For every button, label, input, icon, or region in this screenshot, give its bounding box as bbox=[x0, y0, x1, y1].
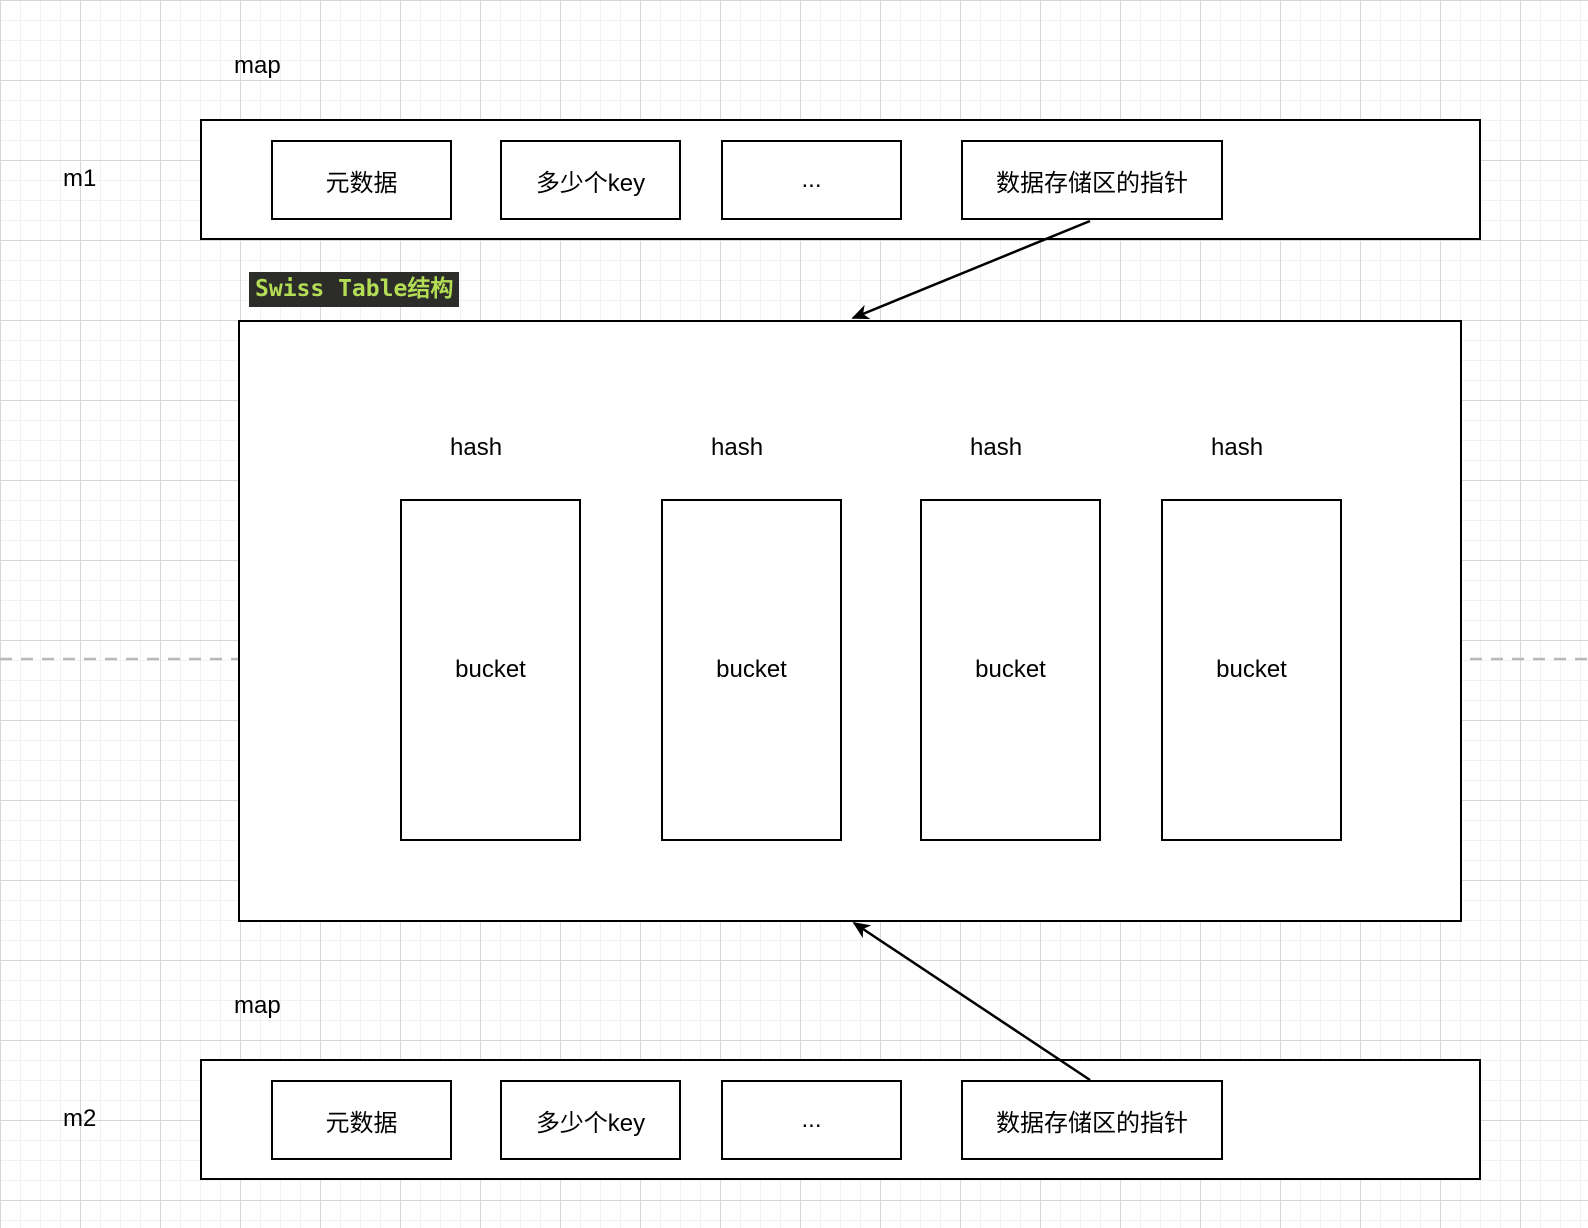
hash-label-1: hash bbox=[450, 434, 503, 461]
map2-var-label: m2 bbox=[63, 1105, 97, 1132]
pointer-arrow-m2 bbox=[852, 921, 1091, 1082]
map1-title: map bbox=[234, 52, 281, 79]
map1-var-label: m1 bbox=[63, 165, 97, 192]
swiss-table-badge: Swiss Table结构 bbox=[249, 272, 460, 307]
map1-cell-keycount: 多少个key bbox=[500, 140, 681, 220]
map2-title: map bbox=[234, 992, 281, 1019]
map2-cell-keycount: 多少个key bbox=[500, 1080, 681, 1160]
map2-cell-data-pointer: 数据存储区的指针 bbox=[961, 1080, 1223, 1160]
hash-label-4: hash bbox=[1211, 434, 1264, 461]
hash-label-3: hash bbox=[970, 434, 1023, 461]
bucket-box-1: bucket bbox=[400, 499, 581, 841]
map2-cell-ellipsis: ... bbox=[721, 1080, 902, 1160]
hash-label-2: hash bbox=[711, 434, 764, 461]
bucket-box-2: bucket bbox=[661, 499, 842, 841]
map1-cell-data-pointer: 数据存储区的指针 bbox=[961, 140, 1223, 220]
map1-cell-ellipsis: ... bbox=[721, 140, 902, 220]
map1-cell-metadata: 元数据 bbox=[271, 140, 452, 220]
map2-cell-metadata: 元数据 bbox=[271, 1080, 452, 1160]
bucket-box-4: bucket bbox=[1161, 499, 1342, 841]
bucket-box-3: bucket bbox=[920, 499, 1101, 841]
